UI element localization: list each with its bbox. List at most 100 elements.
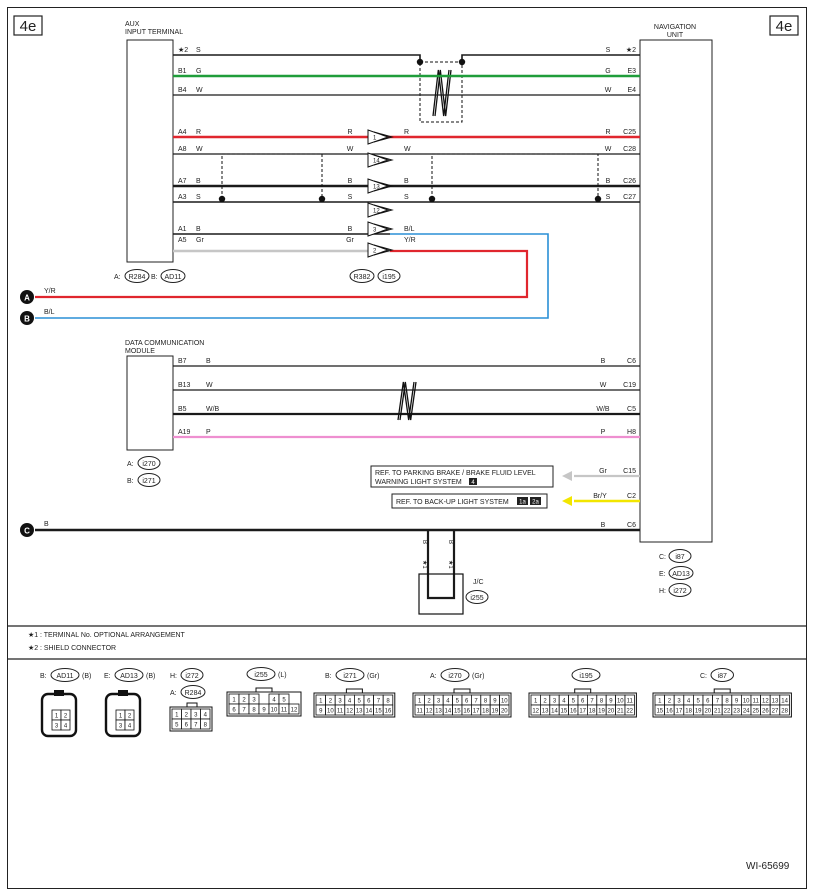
cv-cell-num-7-0-4: 5 bbox=[697, 699, 701, 705]
nav-wire-2: W bbox=[605, 87, 612, 94]
aux-conn-b: AD11 bbox=[165, 274, 182, 281]
cv-suffix-3: (L) bbox=[278, 672, 287, 679]
mid-terminal-outer-3 bbox=[373, 204, 394, 216]
cv-cell-num-3-1-3: 9 bbox=[262, 708, 266, 714]
jc-stub bbox=[426, 530, 456, 600]
nav-wire-1: G bbox=[605, 68, 610, 75]
cv-cell-num-7-0-0: 1 bbox=[658, 699, 662, 705]
twist-top-2 bbox=[434, 69, 452, 117]
cv-cell-num-6-1-4: 16 bbox=[570, 709, 577, 715]
shield-box-top bbox=[419, 61, 463, 123]
cv-cell-num-6-1-9: 21 bbox=[617, 709, 624, 715]
jc-stub-wire-0: B bbox=[421, 540, 427, 544]
mid-wire-6: S bbox=[348, 194, 353, 201]
cv-cell-num-3-1-5: 11 bbox=[281, 708, 288, 714]
cv-prefix-2: H: bbox=[170, 673, 177, 680]
dcm-nav-pin-0: C6 bbox=[627, 358, 636, 365]
page-label-left-box bbox=[13, 15, 43, 36]
ref-bry-pin: C2 bbox=[627, 493, 636, 500]
jc-stub-mark-1: ★1 bbox=[447, 560, 454, 569]
dcm-pin-3: A19 bbox=[178, 429, 191, 436]
cv-cell-num-5-1-0: 11 bbox=[417, 709, 424, 715]
mid-conn-1: R382 bbox=[354, 274, 371, 281]
dcm-conn-b-oval bbox=[137, 473, 161, 487]
ref-box-backup-light[interactable] bbox=[391, 493, 548, 509]
aux-wire-0: S bbox=[196, 47, 201, 54]
ref-parking-brake-line2: WARNING LIGHT SYSTEM bbox=[375, 479, 462, 486]
aux-pin-2: B4 bbox=[178, 87, 187, 94]
cv-cell-num-6-0-4: 5 bbox=[572, 699, 576, 705]
splice-shield-right-a bbox=[428, 195, 436, 203]
cv-cell-num-5-1-1: 12 bbox=[426, 709, 433, 715]
dcm-nav-wire-1: W bbox=[600, 382, 607, 389]
cv-cell-num-7-0-8: 9 bbox=[735, 699, 739, 705]
cv-prefix-0: B: bbox=[40, 673, 47, 680]
mid-wire-3: R bbox=[347, 129, 352, 136]
cv-cell-num-5-1-8: 19 bbox=[492, 709, 499, 715]
cv-key-2 bbox=[186, 702, 198, 708]
dcm-pin-0: B7 bbox=[178, 358, 187, 365]
navigation-unit-box bbox=[639, 39, 713, 543]
output-b-circle bbox=[20, 311, 34, 325]
cv-cell-num-6-1-1: 13 bbox=[542, 709, 549, 715]
output-b-letter: B bbox=[24, 315, 30, 324]
cv-id-7: i87 bbox=[718, 673, 727, 680]
cv-cell-num-4-1-2: 11 bbox=[337, 709, 344, 715]
mid-terminal-0 bbox=[367, 129, 390, 145]
cv-cell-num-4-0-0: 1 bbox=[319, 699, 323, 705]
mid-terminal-num-1: 14 bbox=[373, 159, 380, 165]
cv-cell-num-7-0-13: 14 bbox=[781, 699, 788, 705]
cv-cell-3-1-6 bbox=[288, 703, 300, 715]
cv-cell-num-2-0-2: 3 bbox=[194, 713, 198, 719]
cv-id2-2: R284 bbox=[185, 690, 202, 697]
cv-cell-num-5-1-9: 20 bbox=[501, 709, 508, 715]
cv-oval-4 bbox=[335, 668, 365, 682]
aux-conn-a: R284 bbox=[129, 274, 146, 281]
output-c-circle bbox=[20, 523, 34, 537]
dcm-nav-wire-0: B bbox=[601, 358, 606, 365]
aux-wire-6: S bbox=[196, 194, 201, 201]
cv-cell-num-0-1-1: 4 bbox=[64, 724, 68, 730]
cv-cell-num-4-1-3: 12 bbox=[346, 709, 353, 715]
cv-cell-7-1-13 bbox=[779, 704, 790, 716]
cv-cell-num-6-0-6: 7 bbox=[590, 699, 594, 705]
nav-pin-2: E4 bbox=[627, 87, 636, 94]
cv-cell-num-3-1-2: 8 bbox=[252, 708, 256, 714]
cv-cell-num-2-0-1: 2 bbox=[185, 713, 189, 719]
output-a-wire: Y/R bbox=[44, 288, 56, 295]
dcm-nav-pin-3: H8 bbox=[627, 429, 636, 436]
wire-shield-nav bbox=[461, 54, 640, 62]
ref-backup-light-line1: REF. TO BACK-UP LIGHT SYSTEM bbox=[396, 499, 509, 506]
cv-latch-1 bbox=[118, 690, 128, 696]
cv-prefix-5: A: bbox=[430, 673, 437, 680]
cv-cell-num-2-0-0: 1 bbox=[175, 713, 179, 719]
cv-cell-num-7-1-2: 17 bbox=[676, 709, 683, 715]
nav-pin-6: C27 bbox=[623, 194, 636, 201]
ground-nav-wire: B bbox=[601, 522, 606, 529]
cv-cell-num-2-1-2: 7 bbox=[194, 723, 198, 729]
cv-cell-num-7-1-8: 23 bbox=[733, 709, 740, 715]
cv-key-3 bbox=[255, 687, 273, 693]
shield-left bbox=[221, 153, 323, 199]
cv-cell-num-3-0-4: 4 bbox=[272, 698, 276, 704]
ref-badge-2a bbox=[530, 497, 541, 505]
cv-cell-num-6-1-5: 17 bbox=[579, 709, 586, 715]
nav-conn-e-oval bbox=[668, 566, 694, 580]
wires bbox=[20, 54, 640, 615]
wire-blue-bl bbox=[35, 233, 549, 319]
cv-cell-num-5-0-9: 10 bbox=[501, 699, 508, 705]
cv-cell-num-2-1-1: 6 bbox=[185, 723, 189, 729]
nav-pin-1: E3 bbox=[627, 68, 636, 75]
aux-wire-2: W bbox=[196, 87, 203, 94]
dcm-conn-b-prefix: B: bbox=[127, 478, 134, 485]
output-b-wire: B/L bbox=[44, 309, 55, 316]
cv-cell-num-3-1-1: 7 bbox=[242, 708, 246, 714]
ref-box-parking-brake[interactable] bbox=[370, 465, 554, 488]
mid-terminal-num-2: 13 bbox=[373, 185, 380, 191]
